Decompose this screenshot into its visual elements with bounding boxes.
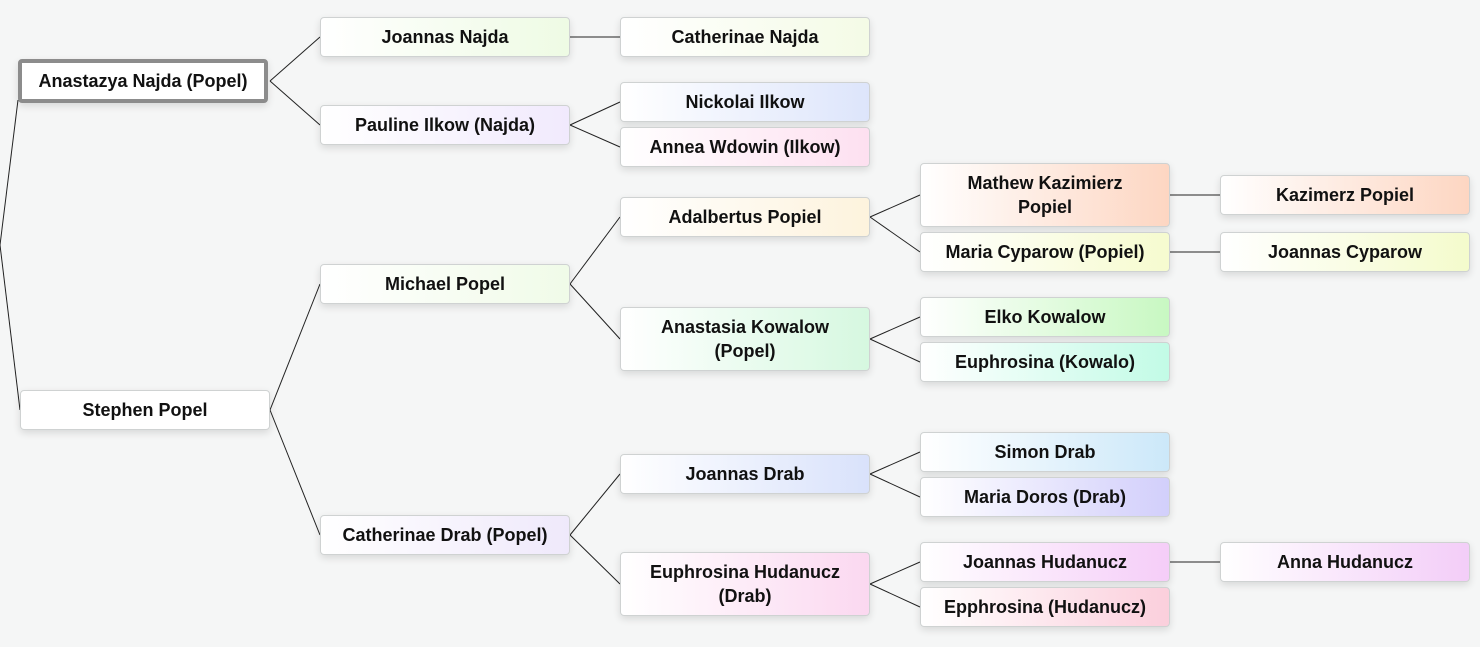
node-annea-wdowin[interactable]: Annea Wdowin (Ilkow) [620, 127, 870, 167]
node-joannas-hudanucz[interactable]: Joannas Hudanucz [920, 542, 1170, 582]
node-joannas-drab[interactable]: Joannas Drab [620, 454, 870, 494]
node-anastasia-kowalow[interactable]: Anastasia Kowalow (Popel) [620, 307, 870, 371]
node-anastazya-najda[interactable]: Anastazya Najda (Popel) [18, 59, 268, 103]
node-adalbertus-popiel[interactable]: Adalbertus Popiel [620, 197, 870, 237]
node-kazimerz-popiel[interactable]: Kazimerz Popiel [1220, 175, 1470, 215]
node-joannas-najda[interactable]: Joannas Najda [320, 17, 570, 57]
node-anna-hudanucz[interactable]: Anna Hudanucz [1220, 542, 1470, 582]
node-maria-doros[interactable]: Maria Doros (Drab) [920, 477, 1170, 517]
node-maria-cyparow[interactable]: Maria Cyparow (Popiel) [920, 232, 1170, 272]
node-michael-popel[interactable]: Michael Popel [320, 264, 570, 304]
node-catherinae-najda[interactable]: Catherinae Najda [620, 17, 870, 57]
node-euphrosina-hudanucz[interactable]: Euphrosina Hudanucz (Drab) [620, 552, 870, 616]
node-euphrosina-kowalo[interactable]: Euphrosina (Kowalo) [920, 342, 1170, 382]
node-elko-kowalow[interactable]: Elko Kowalow [920, 297, 1170, 337]
node-stephen-popel[interactable]: Stephen Popel [20, 390, 270, 430]
node-epphrosina-hudanucz[interactable]: Epphrosina (Hudanucz) [920, 587, 1170, 627]
node-pauline-ilkow[interactable]: Pauline Ilkow (Najda) [320, 105, 570, 145]
node-joannas-cyparow[interactable]: Joannas Cyparow [1220, 232, 1470, 272]
node-nickolai-ilkow[interactable]: Nickolai Ilkow [620, 82, 870, 122]
node-mathew-kazimierz-popiel[interactable]: Mathew Kazimierz Popiel [920, 163, 1170, 227]
node-catherinae-drab[interactable]: Catherinae Drab (Popel) [320, 515, 570, 555]
node-simon-drab[interactable]: Simon Drab [920, 432, 1170, 472]
